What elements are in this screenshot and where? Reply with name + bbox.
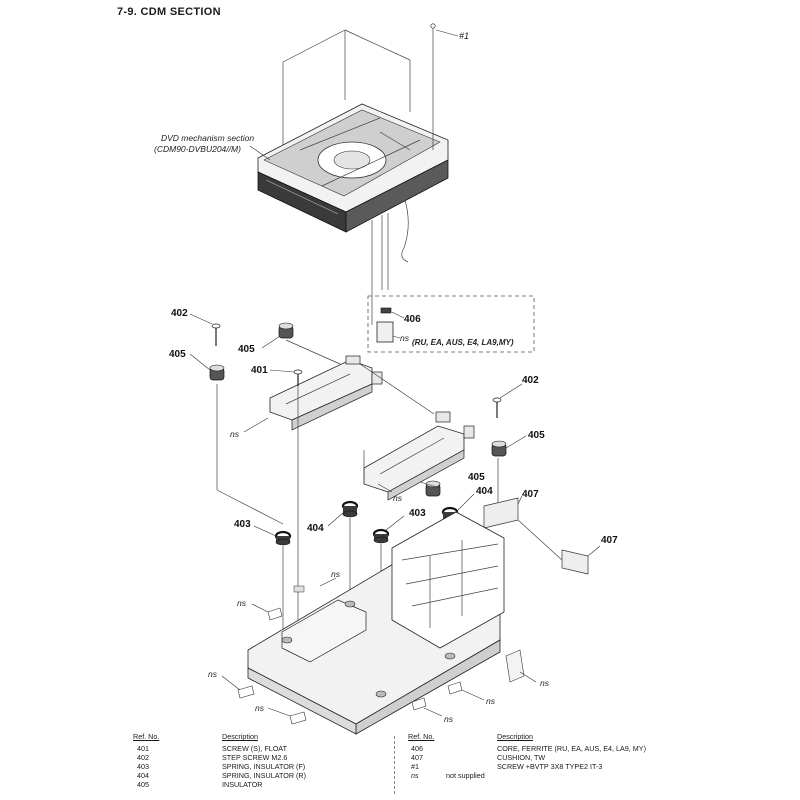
spring-403-right <box>372 515 405 544</box>
legend-ref: 406 <box>411 744 423 753</box>
dvd-mechanism <box>257 23 459 325</box>
section-title: 7-9. CDM SECTION <box>117 6 221 18</box>
callout-405-d: 405 <box>468 472 485 483</box>
callout-403-left: 403 <box>234 519 251 530</box>
legend-desc: CORE, FERRITE (RU, EA, AUS, E4, LA9, MY) <box>497 744 646 753</box>
callout-404-left: 404 <box>307 523 324 534</box>
ns-label: ns <box>444 714 454 724</box>
callout-407-a: 407 <box>522 489 539 500</box>
legend-ref: 402 <box>137 753 149 762</box>
legend-desc: SCREW (S), FLOAT <box>222 744 287 753</box>
region-note: (RU, EA, AUS, E4, LA9,MY) <box>412 338 514 347</box>
ns-tags <box>221 417 537 725</box>
insulator-405-b <box>189 353 225 381</box>
ferrite-core <box>376 321 394 343</box>
mechanism-caption-line2: (CDM90-DVBU204//M) <box>154 144 241 154</box>
ns-label: ns <box>540 678 550 688</box>
ns-label: ns <box>486 696 496 706</box>
screw-402-right <box>492 383 523 418</box>
legend-ref: 405 <box>137 780 149 789</box>
callout-402-left: 402 <box>171 308 188 319</box>
ns-label: ns <box>237 598 247 608</box>
cushion-407-a <box>483 495 523 529</box>
ns-label: ns <box>255 703 265 713</box>
legend-desc: not supplied <box>446 771 485 780</box>
spring-404-left <box>327 500 359 527</box>
spring-403-left <box>253 525 292 546</box>
callout-402-right: 402 <box>522 375 539 386</box>
insulator-405-a <box>261 322 294 349</box>
right-bracket <box>363 411 475 501</box>
mechanism-caption: DVD mechanism section (CDM90-DVBU204//M) <box>154 133 271 161</box>
callout-406: 406 <box>404 314 421 325</box>
legend-desc: CUSHION, TW <box>497 753 546 762</box>
ns-label: ns <box>230 429 240 439</box>
callout-hash1: #1 <box>459 31 469 41</box>
legend-divider <box>394 736 395 794</box>
mechanism-caption-line1: DVD mechanism section <box>161 133 254 143</box>
legend-ref: 407 <box>411 753 423 762</box>
insulator-405-c <box>491 435 527 457</box>
callout-labels: #1 402 405 405 401 406 402 405 405 404 4… <box>169 31 618 546</box>
legend-desc: STEP SCREW M2.6 <box>222 753 288 762</box>
legend-desc: INSULATOR <box>222 780 263 789</box>
legend-desc: SPRING, INSULATOR (F) <box>222 762 306 771</box>
ns-label: ns <box>208 669 218 679</box>
chassis-base <box>247 511 505 735</box>
legend-desc-header-right: Description <box>497 732 533 741</box>
callout-407-b: 407 <box>601 535 618 546</box>
ns-labels: ns ns ns ns ns ns ns ns ns ns <box>208 333 550 724</box>
callout-403-right: 403 <box>409 508 426 519</box>
callout-401: 401 <box>251 365 268 376</box>
legend-ref-header-right: Ref. No. <box>408 732 435 741</box>
legend-ref: 401 <box>137 744 149 753</box>
callout-404-right: 404 <box>476 486 493 497</box>
ns-label: ns <box>400 333 410 343</box>
legend-desc: SPRING, INSULATOR (R) <box>222 771 306 780</box>
callout-405-c: 405 <box>528 430 545 441</box>
callout-405-a: 405 <box>238 344 255 355</box>
legend-ref-header-left: Ref. No. <box>133 732 160 741</box>
callout-405-b: 405 <box>169 349 186 360</box>
legend-ref: #1 <box>411 762 419 771</box>
screw-402-left <box>189 313 221 346</box>
left-bracket <box>269 355 383 431</box>
legend-desc-header-left: Description <box>222 732 258 741</box>
cushion-407-b <box>561 545 601 575</box>
ferrite-core-box <box>367 295 535 353</box>
legend-ref: ns <box>411 771 419 780</box>
insulator-405-d <box>419 480 441 497</box>
legend-desc: SCREW +BVTP 3X8 TYPE2 IT-3 <box>497 762 603 771</box>
legend-ref: 404 <box>137 771 149 780</box>
ns-label: ns <box>393 493 403 503</box>
ns-label: ns <box>331 569 341 579</box>
legend-ref: 403 <box>137 762 149 771</box>
screw-401 <box>269 369 303 386</box>
